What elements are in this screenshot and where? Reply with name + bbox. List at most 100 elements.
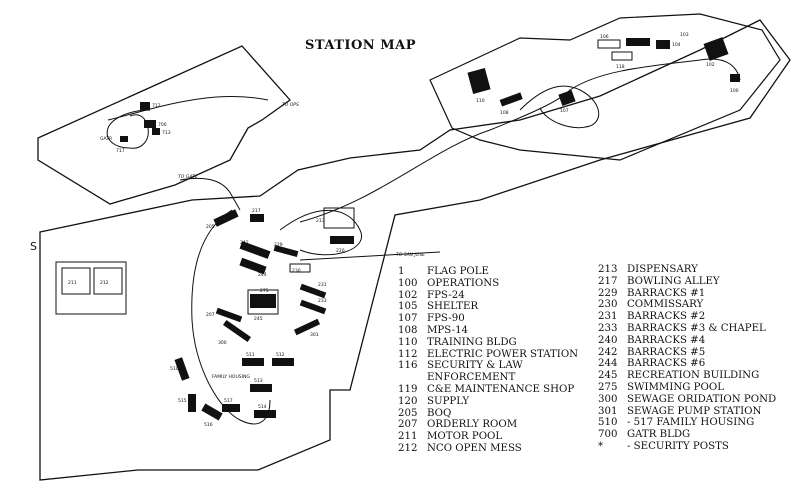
legend-name: BARRACKS #2 xyxy=(627,311,706,323)
label-510: 510 xyxy=(170,366,179,372)
map-title: STATION MAP xyxy=(305,38,416,53)
building-231 xyxy=(299,283,327,299)
label-family-housing: FAMILY HOUSING xyxy=(212,374,250,380)
label-100: 100 xyxy=(730,88,739,94)
label-514: 514 xyxy=(258,404,267,410)
legend-name: NCO OPEN MESS xyxy=(427,442,522,454)
legend-entry: 100 OPERATIONS xyxy=(398,278,578,290)
legend-name: SWIMMING POOL xyxy=(627,381,724,393)
legend-code: 102 xyxy=(398,289,418,301)
legend-name: SHELTER xyxy=(427,301,479,313)
label-301: 301 xyxy=(310,332,319,338)
legend-code: 300 xyxy=(598,393,618,405)
legend-code: 205 xyxy=(398,407,418,419)
building-300 xyxy=(222,319,252,343)
building-211-compound xyxy=(55,261,127,315)
legend-name: COMMISSARY xyxy=(627,299,704,311)
legend-name: FPS-24 xyxy=(427,289,465,301)
building-511 xyxy=(242,358,264,366)
legend-name: GATR BLDG xyxy=(627,429,691,441)
building-102 xyxy=(703,37,729,61)
label-229: 229 xyxy=(274,242,283,248)
label-300: 300 xyxy=(218,340,227,346)
road-to-gate xyxy=(179,177,241,211)
label-106: 106 xyxy=(600,34,609,40)
legend-name: OPERATIONS xyxy=(427,277,500,289)
legend-name: ORDERLY ROOM xyxy=(427,419,518,431)
building-212 xyxy=(93,267,123,295)
legend-code: 120 xyxy=(398,395,418,407)
legend-entry: 212 NCO OPEN MESS xyxy=(398,443,578,455)
building-205 xyxy=(213,209,239,227)
road-northeast xyxy=(299,58,741,223)
label-515: 515 xyxy=(178,398,187,404)
label-to-ops: TO OPS xyxy=(282,102,299,108)
legend-code: 700 xyxy=(598,429,618,441)
building-230 xyxy=(289,263,311,273)
legend-code: 108 xyxy=(398,324,418,336)
label-107: 107 xyxy=(560,108,569,114)
legend-code: 245 xyxy=(598,370,618,382)
label-gatr: GATR xyxy=(100,136,112,142)
legend-name: BARRACKS #1 xyxy=(627,287,706,299)
legend-code: 1 xyxy=(398,266,405,277)
building-211 xyxy=(61,267,91,295)
label-103: 103 xyxy=(680,32,689,38)
legend-name: SUPPLY xyxy=(427,395,470,407)
building-104 xyxy=(656,40,670,49)
legend-code: 510 xyxy=(598,417,618,429)
legend-code: 231 xyxy=(598,311,618,323)
road-northeast-loop xyxy=(519,85,600,128)
building-107 xyxy=(558,89,576,107)
legend-code: 240 xyxy=(598,334,618,346)
legend-entry: 102 FPS-24 xyxy=(398,290,578,302)
building-515 xyxy=(188,394,196,412)
label-511: 511 xyxy=(246,352,255,358)
label-712: 712 xyxy=(152,103,161,109)
label-217: 217 xyxy=(252,208,261,214)
gatr-compound-boundary xyxy=(37,45,291,205)
building-110 xyxy=(467,68,491,94)
legend-code: 107 xyxy=(398,313,418,325)
building-301 xyxy=(293,318,321,336)
building-217 xyxy=(250,214,264,222)
legend-name: C&E MAINTENANCE SHOP xyxy=(427,383,575,395)
legend-name: BARRACKS #6 xyxy=(627,358,706,370)
label-north-marker: S xyxy=(30,240,37,253)
legend-name: - 517 FAMILY HOUSING xyxy=(627,417,755,429)
legend-entry: 510 - 517 FAMILY HOUSING xyxy=(598,417,776,429)
main-station-boundary xyxy=(39,19,791,481)
building-220 xyxy=(330,236,354,244)
building-514 xyxy=(254,410,276,418)
legend-name: DISPENSARY xyxy=(627,264,698,275)
label-102: 102 xyxy=(706,62,715,68)
legend-code: 229 xyxy=(598,287,618,299)
building-516 xyxy=(201,403,223,421)
legend-code: 301 xyxy=(598,405,618,417)
legend-entry: ENFORCEMENT xyxy=(398,372,578,384)
legend-name: FPS-90 xyxy=(427,313,465,325)
label-to-gate: TO GATE xyxy=(178,174,198,180)
label-517: 517 xyxy=(224,398,233,404)
label-104: 104 xyxy=(672,42,681,48)
label-213: 213 xyxy=(316,218,325,224)
legend-name: FLAG POLE xyxy=(427,266,489,277)
legend-code: 212 xyxy=(398,442,418,454)
building-713 xyxy=(152,128,160,135)
legend-code: 100 xyxy=(398,277,418,289)
